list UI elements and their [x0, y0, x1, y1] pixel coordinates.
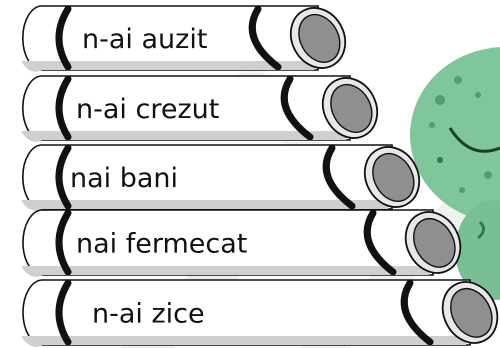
pipe: n-ai zice — [21, 279, 499, 347]
pipe-label: n-ai zice — [92, 299, 205, 330]
pipe-end-hole — [372, 152, 415, 202]
pipe-end-hole — [450, 287, 493, 338]
pipe-end-hole — [413, 217, 456, 268]
pipe-end-hole — [330, 83, 373, 133]
pipe-right-ring — [322, 144, 356, 210]
pipe-right-ring — [400, 279, 434, 346]
pipe-end-hole — [298, 13, 341, 63]
pipe-left-ring — [55, 144, 72, 210]
pipe-right-ring — [280, 75, 314, 141]
pipe-left-ring — [55, 5, 72, 71]
pipe-shadow — [21, 336, 466, 347]
pipe-right-ring — [363, 209, 397, 276]
pipe-label: n-ai auzit — [82, 24, 207, 55]
pipe: n-ai auzit — [21, 5, 347, 72]
pipe-label: nai fermecat — [76, 229, 247, 260]
pipe-shadow — [21, 61, 314, 72]
pipe: n-ai crezut — [21, 75, 379, 142]
pipe-left-ring — [55, 75, 72, 141]
pipe-left-ring — [55, 209, 72, 276]
pipe-shadow — [21, 200, 388, 211]
pipe: nai bani — [21, 144, 421, 211]
pipe-left-ring — [55, 279, 72, 346]
frog-icon — [410, 47, 500, 300]
pipe-shadow — [21, 266, 429, 277]
pipe-shadow — [21, 131, 346, 142]
pipe-label: n-ai crezut — [76, 94, 219, 125]
pipe-right-ring — [248, 5, 282, 71]
pipe: nai fermecat — [21, 209, 462, 277]
pipe-label: nai bani — [70, 163, 178, 194]
